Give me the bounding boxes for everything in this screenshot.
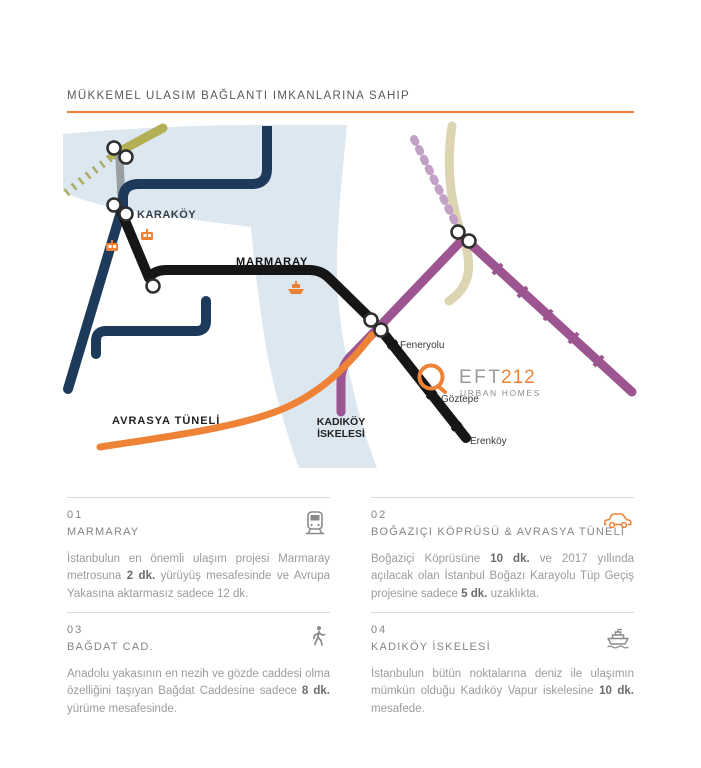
bosphorus-water xyxy=(63,125,377,468)
section-number: 01 xyxy=(67,509,84,521)
section-number: 02 xyxy=(371,509,388,521)
logo-q-tail xyxy=(436,384,447,394)
page-title: MÜKKEMEL ULASIM BAĞLANTI IMKANLARINA SAH… xyxy=(67,90,411,102)
goztepe-tick xyxy=(425,389,438,400)
feneryolu-tick xyxy=(386,339,399,350)
logo-text-gray: EFT xyxy=(459,367,502,388)
logo-text-orange: 212 xyxy=(501,367,536,388)
section-body: Boğaziçi Köprüsüne 10 dk. ve 2017 yıllın… xyxy=(371,553,634,600)
walk-icon xyxy=(308,625,328,656)
section-number: 03 xyxy=(67,624,84,636)
info-sections: 01 MARMARAY İstanbulun en önemli ulaşım … xyxy=(67,497,634,718)
section-bagdat: 03 BAĞDAT CAD. Anadolu yakasının en nezi… xyxy=(67,612,330,718)
tram-icon xyxy=(141,229,153,240)
section-title: BOĞAZIÇI KÖPRÜSÜ & AVRASYA TÜNELİ xyxy=(371,526,626,538)
funicular-icon xyxy=(106,240,118,251)
station-label-kadikoy-1: KADIKÖY xyxy=(317,415,365,428)
station-label-kadikoy-2: İSKELESİ xyxy=(317,427,365,440)
metro-icon xyxy=(302,510,328,541)
logo-q-icon xyxy=(417,363,445,391)
purple-line-kadikoy xyxy=(336,233,469,417)
station-label-marmaray: MARMARAY xyxy=(236,256,308,268)
section-marmaray: 01 MARMARAY İstanbulun en önemli ulaşım … xyxy=(67,497,330,612)
ship-icon xyxy=(604,625,632,654)
station-label-erenkoy: Erenköy xyxy=(470,436,507,447)
station-label-goztepe: Göztepe xyxy=(441,394,479,405)
olive-dashed-line xyxy=(63,151,117,197)
section-bogazici: 02 BOĞAZIÇI KÖPRÜSÜ & AVRASYA TÜNELİ Boğ… xyxy=(371,497,634,612)
section-body: İstanbulun bütün noktalarına deniz ile u… xyxy=(371,668,634,715)
section-body: İstanbulun en önemli ulaşım projesi Marm… xyxy=(67,553,330,600)
station-label-karakoy: KARAKÖY xyxy=(137,208,196,221)
page-header: MÜKKEMEL ULASIM BAĞLANTI IMKANLARINA SAH… xyxy=(67,90,634,113)
marmaray-line xyxy=(116,206,471,443)
navy-metro-line-top xyxy=(118,126,272,209)
station-label-feneryolu: Feneryolu xyxy=(400,340,444,351)
car-icon xyxy=(602,510,632,537)
station-interchange-markers xyxy=(106,140,477,338)
section-title: BAĞDAT CAD. xyxy=(67,641,154,653)
section-title: MARMARAY xyxy=(67,526,140,538)
section-title: KADIKÖY İSKELESİ xyxy=(371,641,491,653)
logo-subtitle: URBAN HOMES xyxy=(460,388,541,398)
ferry-icon xyxy=(288,281,304,294)
section-body: Anadolu yakasının en nezih ve gözde cadd… xyxy=(67,668,330,715)
purple-line-ticks xyxy=(491,262,605,368)
label-avrasya-tuneli: AVRASYA TÜNELİ xyxy=(112,414,220,427)
avrasya-tunnel-line xyxy=(96,331,376,451)
section-kadikoy: 04 KADIKÖY İSKELESİ İstanbulun bütün nok… xyxy=(371,612,634,718)
erenkoy-tick xyxy=(450,421,463,432)
purple-dashed-line xyxy=(410,135,465,238)
section-number: 04 xyxy=(371,624,388,636)
navy-metro-line-hook xyxy=(91,296,211,359)
eft212-logo: EFT 212 URBAN HOMES xyxy=(417,363,541,398)
